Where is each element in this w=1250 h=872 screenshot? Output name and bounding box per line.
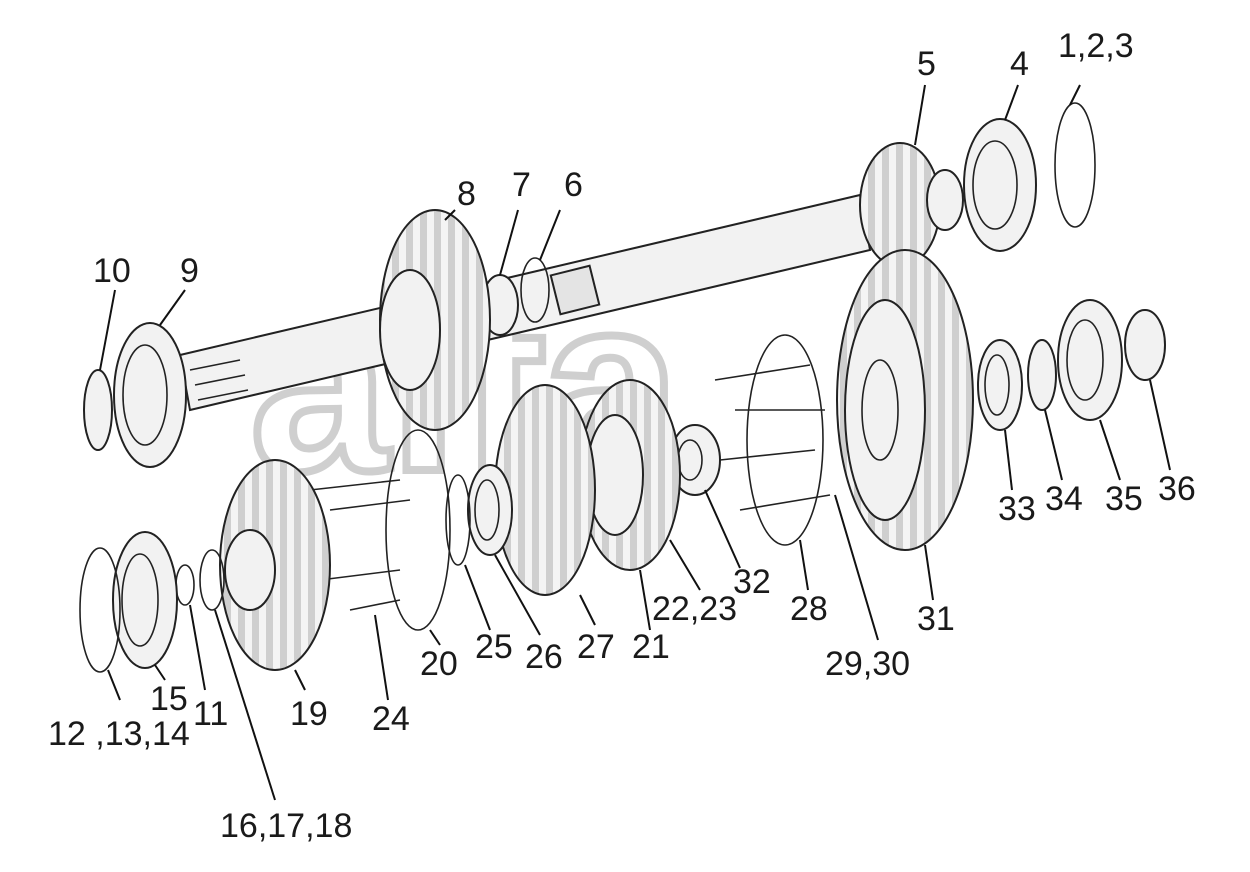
gear-31 [836,249,974,551]
ring-36 [1124,309,1166,381]
bearing-4 [963,118,1037,252]
ring-1-2-3 [1054,102,1096,228]
label-28: 28 [790,590,828,628]
carrier-plate-28 [714,334,831,546]
washer-6 [520,257,550,323]
label-26: 26 [525,638,563,676]
main-shaft [178,193,872,412]
label-9: 9 [180,252,199,290]
label-22-23: 22,23 [652,590,737,628]
label-1-2-3: 1,2,3 [1058,27,1134,65]
plate-20 [385,429,451,631]
gear-19 [219,459,331,671]
ring-34 [1027,339,1057,411]
label-7: 7 [512,166,531,204]
ring-10 [83,369,113,451]
label-4: 4 [1010,45,1029,83]
label-16-17-18: 16,17,18 [220,807,352,845]
label-35: 35 [1105,480,1143,518]
label-24: 24 [372,700,410,738]
label-31: 31 [917,600,955,638]
part-labels: 1,2,3 4 5 6 7 8 9 10 33 34 35 36 32 22,2… [48,27,1196,845]
ring-16-17-18 [199,549,225,611]
label-34: 34 [1045,480,1083,518]
snap-ring-25 [445,474,471,566]
bearing-26 [467,464,513,556]
label-36: 36 [1158,470,1196,508]
label-33: 33 [998,490,1036,528]
label-25: 25 [475,628,513,666]
pins-24 [309,479,411,611]
leader-lines [99,84,1171,801]
ring-11 [175,564,195,606]
gear-8 [379,209,491,431]
label-19: 19 [290,695,328,733]
ring-gear-21 [579,379,681,571]
label-8: 8 [457,175,476,213]
label-12-13-14: 12 ,13,14 [48,715,190,753]
bearing-9 [113,322,187,468]
label-27: 27 [577,628,615,666]
ring-12-13-14 [79,547,121,673]
label-29-30: 29,30 [825,645,910,683]
label-10: 10 [93,252,131,290]
bearing-35 [1057,299,1123,421]
label-11: 11 [193,695,228,733]
bearing-15 [112,531,178,669]
label-20: 20 [420,645,458,683]
bearing-33 [977,339,1023,431]
label-32: 32 [733,563,771,601]
label-21: 21 [632,628,670,666]
gear-5 [859,142,964,268]
label-15: 15 [150,680,188,718]
label-5: 5 [917,45,936,83]
label-6: 6 [564,166,583,204]
